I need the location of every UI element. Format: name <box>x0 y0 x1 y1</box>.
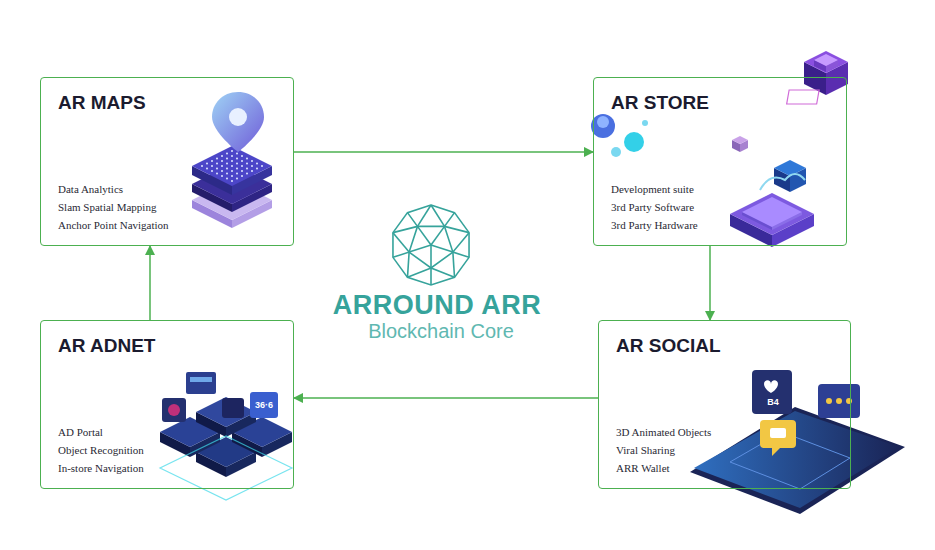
module-title: AR ADNET <box>58 335 155 357</box>
iso-blocks <box>160 51 848 500</box>
bubble-count: B4 <box>767 397 779 407</box>
feature-item: Data Analytics <box>58 180 123 198</box>
feature-item: Anchor Point Navigation <box>58 216 169 234</box>
phone <box>690 370 905 514</box>
feature-item: Viral Sharing <box>616 441 675 459</box>
flow-arrow <box>294 151 593 153</box>
feature-item: Slam Spatial Mapping <box>58 198 156 216</box>
feature-list: AD PortalObject RecognitionIn-store Navi… <box>58 423 276 477</box>
panel-number: 36·6 <box>255 400 273 410</box>
module-title: AR SOCIAL <box>616 335 721 357</box>
feature-list: 3D Animated ObjectsViral SharingARR Wall… <box>616 423 833 477</box>
module-box: AR STORE Development suite3rd Party Softw… <box>593 77 847 246</box>
brand-subtitle: Blockchain Core <box>368 320 514 343</box>
module-box: AR SOCIAL 3D Animated ObjectsViral Sharin… <box>598 320 851 489</box>
flow-arrow <box>294 397 598 399</box>
feature-list: Data AnalyticsSlam Spatial MappingAnchor… <box>58 180 276 234</box>
brand-name: ARROUND ARR <box>333 290 542 321</box>
feature-item: 3rd Party Hardware <box>611 216 698 234</box>
ad-panels <box>162 372 278 422</box>
feature-item: 3D Animated Objects <box>616 423 711 441</box>
module-box: AR MAPS Data AnalyticsSlam Spatial Mappin… <box>40 77 294 246</box>
flow-arrow <box>709 246 711 320</box>
feature-item: AD Portal <box>58 423 103 441</box>
feature-item: Object Recognition <box>58 441 144 459</box>
feature-item: 3rd Party Software <box>611 198 694 216</box>
geodesic-logo <box>393 205 469 285</box>
flow-arrow <box>149 246 151 320</box>
feature-item: In-store Navigation <box>58 459 144 477</box>
feature-list: Development suite3rd Party Software3rd P… <box>611 180 829 234</box>
map-pin <box>212 92 264 152</box>
feature-item: ARR Wallet <box>616 459 670 477</box>
feature-item: Development suite <box>611 180 694 198</box>
store-orbs <box>591 90 819 190</box>
module-title: AR STORE <box>611 92 709 114</box>
module-title: AR MAPS <box>58 92 146 114</box>
